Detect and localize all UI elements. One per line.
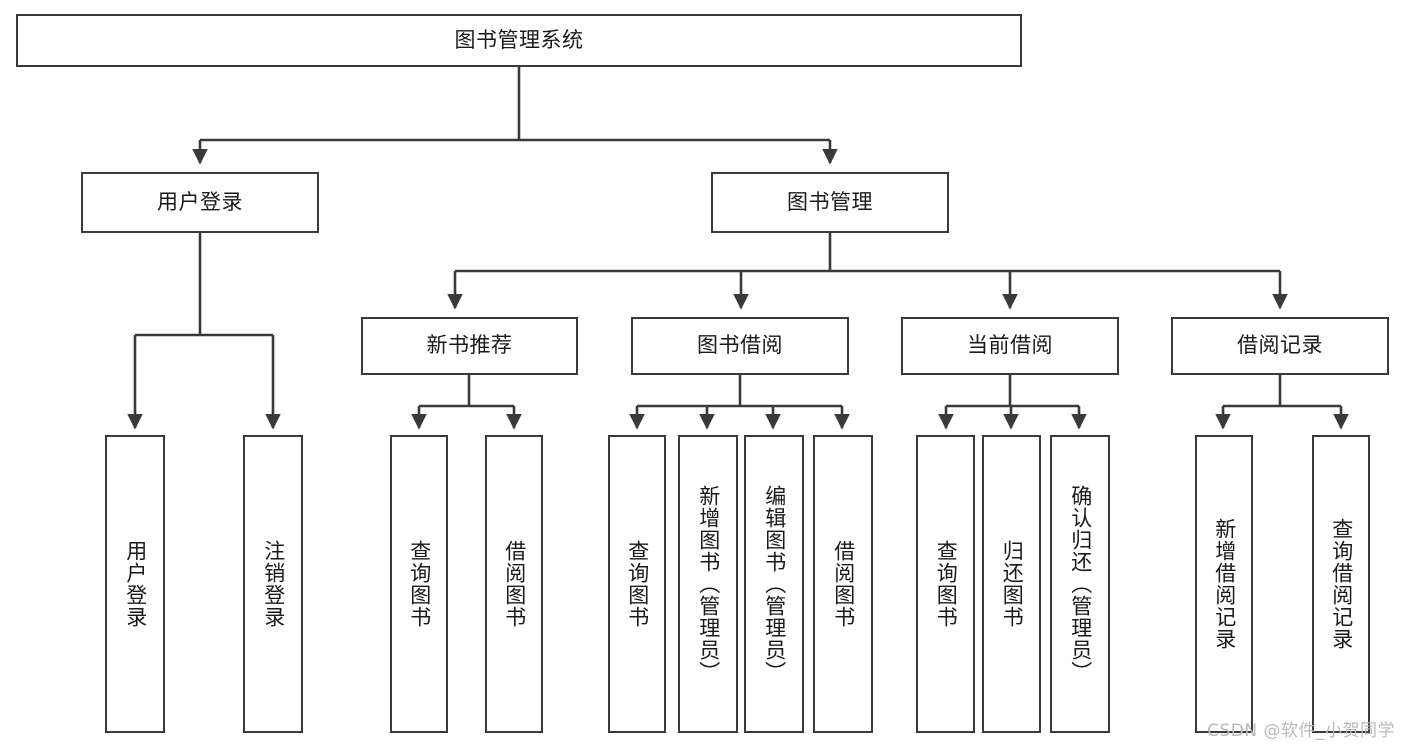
node-book-borrow[interactable]: 图书借阅	[631, 317, 849, 375]
node-leaf-logout[interactable]: 注销登录	[243, 435, 303, 733]
node-label: 编辑图书（管理员）	[762, 485, 787, 683]
node-root[interactable]: 图书管理系统	[16, 14, 1022, 67]
node-leaf-add-record[interactable]: 新增借阅记录	[1195, 435, 1253, 733]
node-current-borrow[interactable]: 当前借阅	[901, 317, 1119, 375]
node-leaf-query-record[interactable]: 查询借阅记录	[1312, 435, 1370, 733]
node-leaf-user-login[interactable]: 用户登录	[105, 435, 165, 733]
node-label: 当前借阅	[967, 333, 1053, 358]
node-leaf-query-book-1[interactable]: 查询图书	[390, 435, 448, 733]
node-new-book-recommend[interactable]: 新书推荐	[361, 317, 578, 375]
node-user-login[interactable]: 用户登录	[81, 172, 319, 233]
node-leaf-add-book[interactable]: 新增图书（管理员）	[678, 435, 738, 733]
node-label: 查询图书	[934, 540, 959, 628]
node-leaf-borrow-book-2[interactable]: 借阅图书	[813, 435, 873, 733]
node-leaf-confirm-return[interactable]: 确认归还（管理员）	[1050, 435, 1110, 733]
node-label: 图书管理	[787, 189, 873, 214]
node-label: 注销登录	[261, 540, 286, 628]
node-label: 归还图书	[1000, 540, 1025, 628]
node-label: 查询图书	[625, 540, 650, 628]
node-label: 图书借阅	[697, 333, 783, 358]
node-label: 确认归还（管理员）	[1068, 485, 1093, 683]
node-label: 查询借阅记录	[1329, 518, 1354, 650]
node-label: 用户登录	[123, 540, 148, 628]
node-label: 借阅图书	[831, 540, 856, 628]
node-label: 新书推荐	[426, 333, 513, 358]
node-label: 借阅记录	[1237, 333, 1323, 358]
node-label: 查询图书	[407, 540, 432, 628]
node-leaf-query-book-2[interactable]: 查询图书	[608, 435, 666, 733]
node-book-manage[interactable]: 图书管理	[711, 172, 949, 233]
node-leaf-query-book-3[interactable]: 查询图书	[916, 435, 975, 733]
watermark-text: CSDN @软件_小贺同学	[1207, 721, 1395, 741]
node-label: 用户登录	[157, 189, 243, 214]
node-label: 图书管理系统	[454, 27, 584, 52]
node-leaf-borrow-book-1[interactable]: 借阅图书	[485, 435, 543, 733]
node-label: 新增图书（管理员）	[696, 485, 721, 683]
node-borrow-record[interactable]: 借阅记录	[1171, 317, 1389, 375]
node-leaf-return-book[interactable]: 归还图书	[982, 435, 1041, 733]
node-leaf-edit-book[interactable]: 编辑图书（管理员）	[744, 435, 804, 733]
node-label: 新增借阅记录	[1212, 518, 1237, 650]
node-label: 借阅图书	[502, 540, 527, 628]
